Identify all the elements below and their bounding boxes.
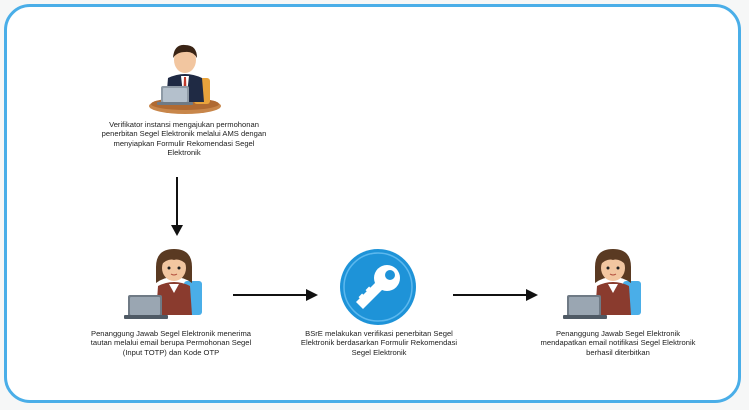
step-1-description: Verifikator instansi mengajukan permohon… (101, 120, 267, 157)
female-officer-figure (124, 249, 202, 319)
step-3-description: BSrE melakukan verifikasi penerbitan Seg… (300, 329, 458, 357)
female-officer-figure (563, 249, 641, 319)
arrow-step1-to-step2 (171, 177, 183, 236)
step-4-description: Penanggung Jawab Segel Elektronik mendap… (540, 329, 696, 357)
diagram-frame: Verifikator instansi mengajukan permohon… (4, 4, 741, 403)
arrow-step3-to-step4 (453, 289, 538, 301)
key-icon (340, 249, 416, 325)
step-2-description: Penanggung Jawab Segel Elektronik meneri… (90, 329, 252, 357)
male-verifier-figure (149, 44, 221, 114)
arrow-step2-to-step3 (233, 289, 318, 301)
